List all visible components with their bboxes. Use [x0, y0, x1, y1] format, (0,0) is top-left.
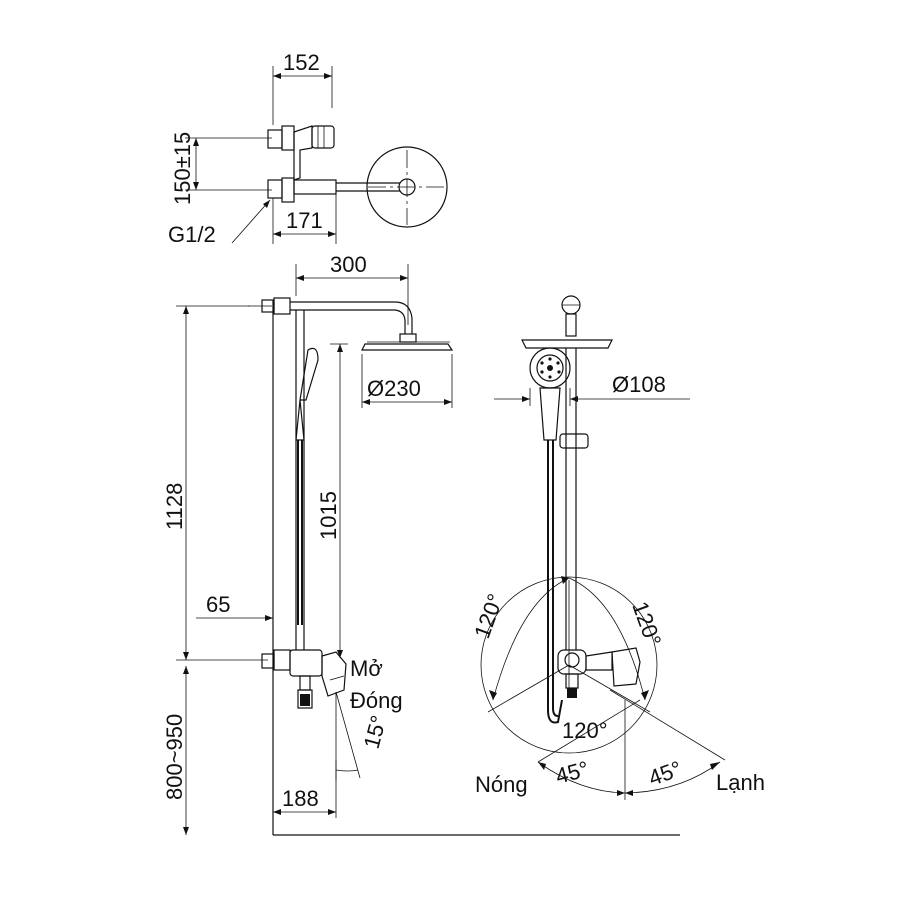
dim-top-depth: 171: [286, 208, 323, 233]
thread-label: G1/2: [168, 222, 216, 247]
dim-offset: 65: [206, 592, 230, 617]
angle-bottom-120: 120°: [562, 718, 608, 743]
top-view: 152 150±15 171 G1/2: [168, 50, 448, 247]
angle-left-45: 45°: [553, 756, 592, 789]
cold-label: Lạnh: [716, 770, 765, 795]
dim-top-width: 152: [283, 50, 320, 75]
front-view: Ø108 120° 120° 120°: [469, 295, 765, 800]
dim-mount-height: 800~950: [162, 714, 187, 800]
dim-head-diameter: Ø230: [367, 376, 421, 401]
dim-projection: 188: [282, 786, 319, 811]
dim-arm-length: 300: [330, 252, 367, 277]
side-view: 300 Ø230 1128: [162, 252, 680, 836]
dim-total-height: 1128: [162, 483, 187, 530]
hot-label: Nóng: [475, 772, 528, 797]
angle-left-120: 120°: [469, 590, 508, 641]
spray-nozzles: [540, 357, 561, 379]
tilt-angle-label: 15°: [359, 713, 392, 752]
open-label: Mở: [350, 656, 383, 681]
angle-right-120: 120°: [627, 598, 666, 649]
angle-right-45: 45°: [645, 756, 685, 791]
dim-slide-height: 1015: [316, 491, 341, 540]
close-label: Đóng: [350, 688, 403, 713]
dim-handshower-diameter: Ø108: [612, 372, 666, 397]
dim-top-height: 150±15: [170, 132, 195, 205]
